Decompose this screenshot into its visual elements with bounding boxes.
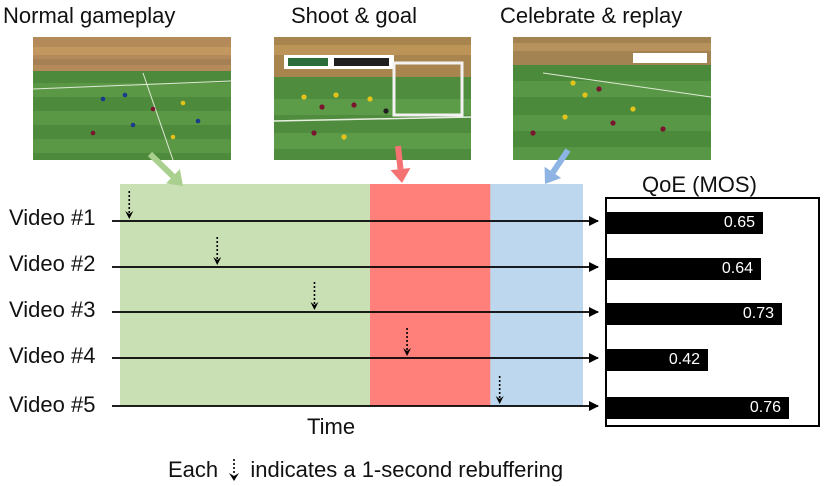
caption: Each indicates a 1-second rebuffering	[168, 458, 563, 482]
time-axis-label: Time	[307, 414, 356, 439]
caption-prefix: Each	[168, 457, 219, 482]
phase-title-normal-gameplay: Normal gameplay	[3, 3, 176, 28]
rebuffer-marker-video-4	[403, 328, 412, 356]
callout-arrow-shoot-goal	[390, 145, 411, 183]
video-label-2: Video #2	[9, 251, 96, 276]
callout-arrow-celebrate-replay	[544, 148, 571, 184]
rebuffer-arrow-icon	[229, 459, 240, 481]
callout-arrow-normal-gameplay	[147, 151, 183, 186]
qoe-value-video-5: 0.76	[749, 399, 781, 416]
rebuffer-marker-video-5	[495, 376, 504, 404]
qoe-bar-video-5: 0.76	[607, 397, 789, 419]
rebuffer-marker-video-1	[125, 191, 134, 219]
qoe-value-video-2: 0.64	[721, 260, 753, 277]
phase-band-celebrate-replay	[490, 184, 583, 406]
thumbnail-normal-gameplay	[33, 37, 231, 160]
qoe-value-video-3: 0.73	[742, 305, 774, 322]
phase-band-normal-gameplay	[120, 184, 371, 406]
qoe-bar-video-1: 0.65	[607, 212, 763, 234]
rebuffer-marker-video-3	[310, 282, 319, 310]
caption-suffix: indicates a 1-second rebuffering	[250, 457, 564, 482]
phase-band-shoot-goal	[370, 184, 491, 406]
qoe-value-video-4: 0.42	[668, 351, 700, 368]
video-label-5: Video #5	[9, 392, 96, 417]
qoe-bar-video-4: 0.42	[607, 349, 708, 371]
thumbnail-shoot-goal	[274, 37, 471, 160]
video-label-1: Video #1	[9, 205, 96, 230]
qoe-value-video-1: 0.65	[723, 214, 755, 231]
video-label-3: Video #3	[9, 297, 96, 322]
qoe-bar-chart: 0.65 0.64 0.73 0.42 0.76	[605, 197, 820, 427]
rebuffer-marker-video-2	[213, 237, 222, 265]
phase-title-shoot-goal: Shoot & goal	[291, 3, 417, 28]
thumbnail-celebrate-replay	[513, 37, 711, 160]
qoe-title: QoE (MOS)	[642, 172, 757, 197]
video-label-4: Video #4	[9, 343, 96, 368]
phase-title-celebrate-replay: Celebrate & replay	[500, 3, 683, 28]
qoe-bar-video-2: 0.64	[607, 258, 761, 280]
qoe-bar-video-3: 0.73	[607, 303, 782, 325]
